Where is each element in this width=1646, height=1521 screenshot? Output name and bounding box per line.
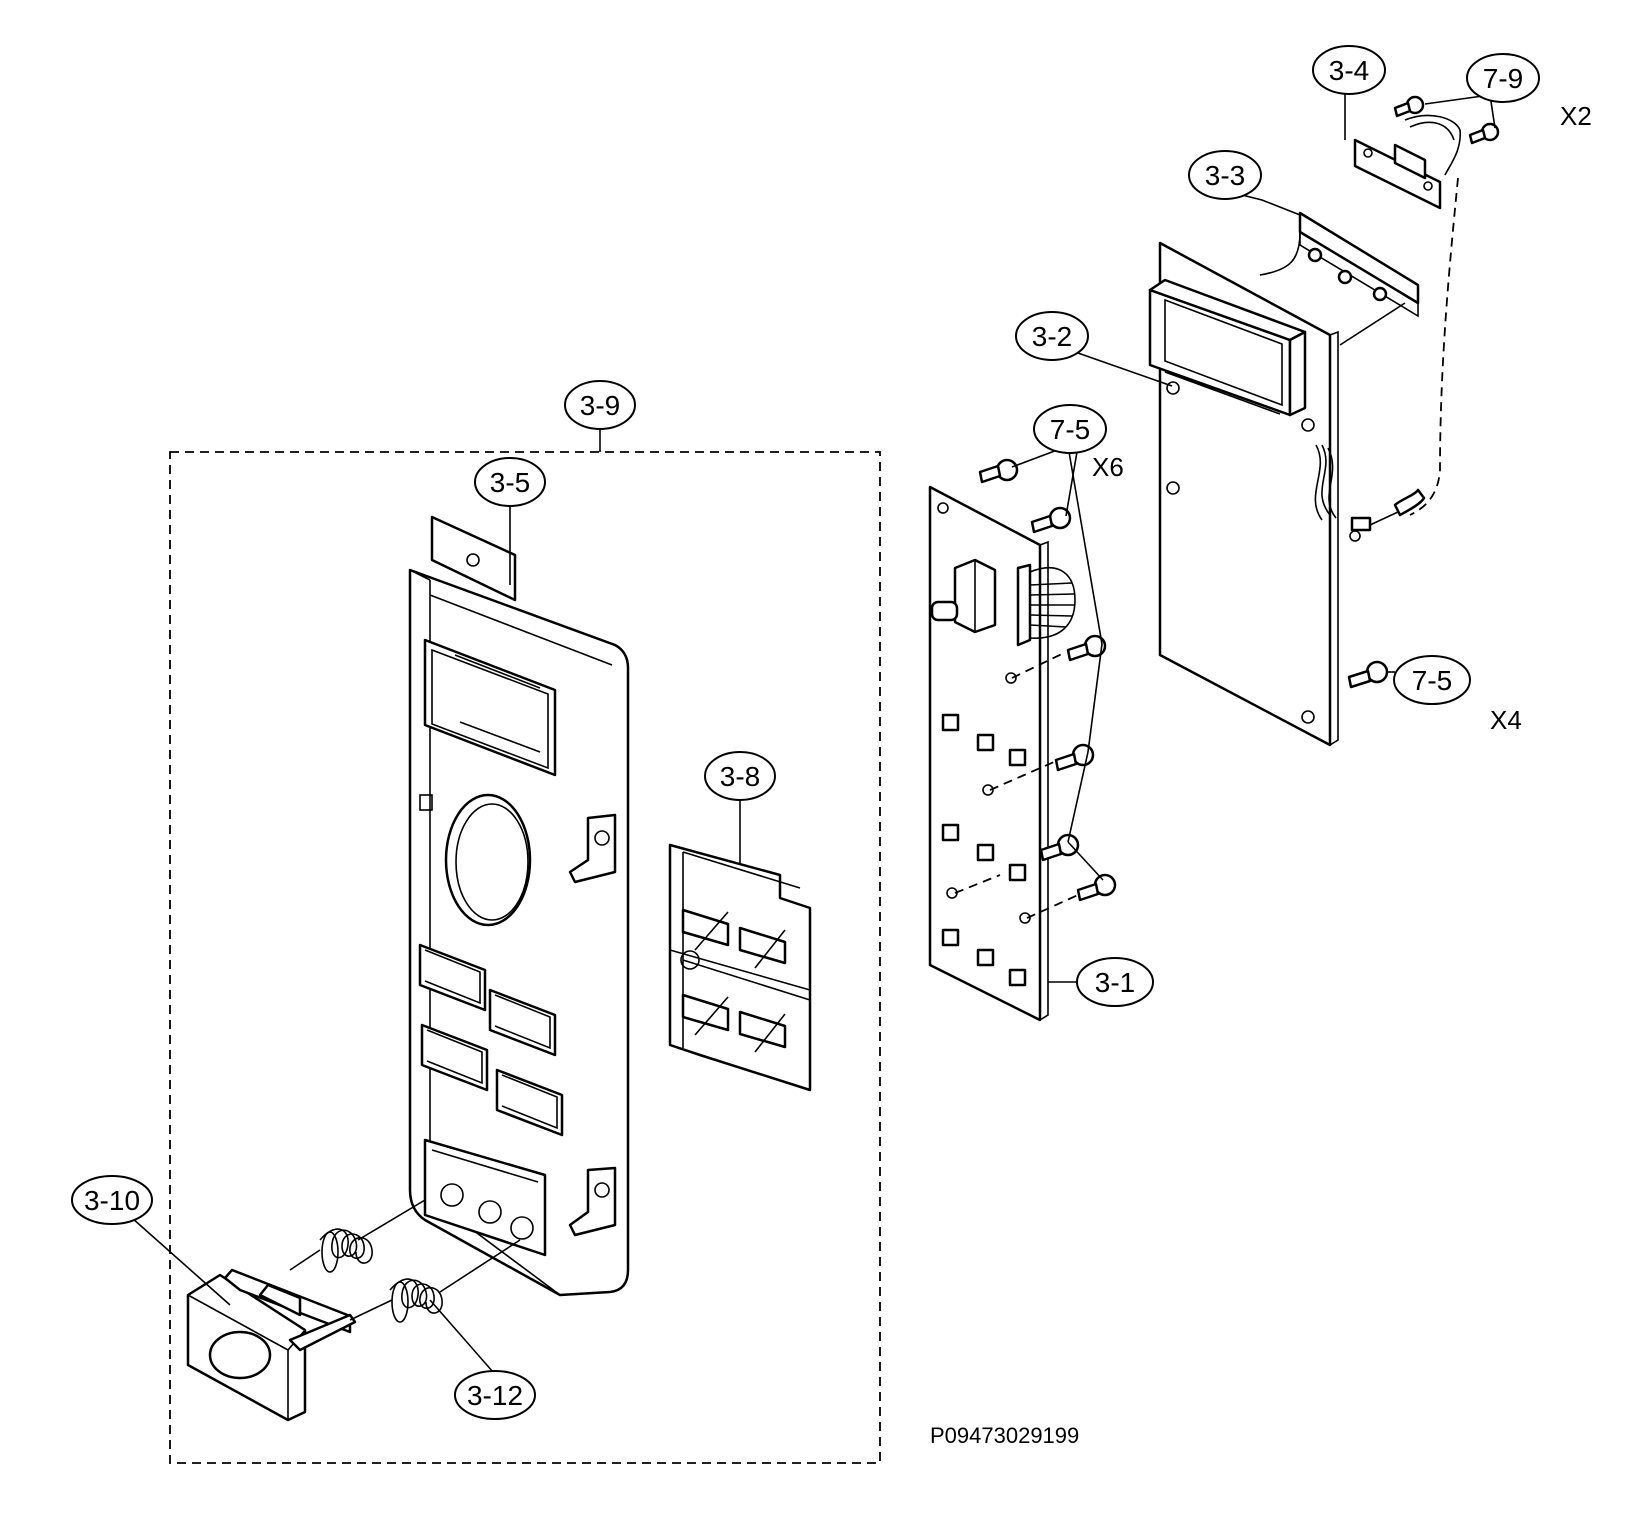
svg-text:3-8: 3-8 (720, 761, 760, 792)
screw-2 (1030, 506, 1072, 534)
callout-3-9: 3-9 (564, 380, 636, 430)
drawing-code: P09473029199 (930, 1423, 1079, 1448)
main-pcb (1148, 241, 1361, 747)
quantity-x6: X6 (1092, 452, 1124, 482)
callout-3-8: 3-8 (704, 751, 776, 801)
control-panel-cover (408, 515, 630, 1297)
callout-3-5: 3-5 (474, 457, 546, 507)
screw-7-9-a (1393, 95, 1425, 118)
callout-3-12: 3-12 (454, 1370, 536, 1420)
leader-lines (122, 85, 1496, 1373)
screw-6 (1076, 873, 1117, 902)
callout-7-5-mainpcb: 7-5 (1393, 655, 1471, 705)
callout-3-3: 3-3 (1188, 150, 1262, 200)
svg-text:3-9: 3-9 (580, 390, 620, 421)
screw-5 (1039, 833, 1080, 862)
sensor-bracket (1353, 114, 1461, 210)
push-button (186, 1268, 357, 1422)
quantity-x2: X2 (1560, 101, 1592, 131)
callout-3-4: 3-4 (1312, 45, 1386, 95)
svg-text:3-10: 3-10 (84, 1185, 140, 1216)
svg-text:3-1: 3-1 (1095, 967, 1135, 998)
callout-3-10: 3-10 (71, 1175, 153, 1225)
svg-text:3-5: 3-5 (490, 467, 530, 498)
callout-7-9: 7-9 (1466, 53, 1540, 103)
quantity-x4: X4 (1490, 705, 1522, 735)
svg-text:3-3: 3-3 (1205, 160, 1245, 191)
spring-lower (389, 1278, 443, 1323)
svg-text:7-9: 7-9 (1483, 63, 1523, 94)
callout-7-5-keyboard: 7-5 (1033, 404, 1107, 454)
assembly-group-boundary (169, 451, 881, 1464)
screw-pcb-mount (1347, 660, 1389, 689)
spring-upper (319, 1228, 373, 1273)
screw-3 (1066, 634, 1107, 662)
button-holder (668, 843, 812, 1092)
screw-1 (978, 458, 1019, 484)
svg-text:3-4: 3-4 (1329, 55, 1369, 86)
callout-3-1: 3-1 (1076, 957, 1154, 1007)
screw-4 (1054, 743, 1095, 772)
svg-text:7-5: 7-5 (1412, 665, 1452, 696)
key-board-pcb (928, 485, 1076, 1022)
screw-7-9-b (1468, 122, 1500, 145)
svg-text:3-2: 3-2 (1032, 321, 1072, 352)
callout-3-2: 3-2 (1015, 311, 1089, 361)
led-bracket (1259, 211, 1420, 346)
svg-text:7-5: 7-5 (1050, 414, 1090, 445)
svg-text:3-12: 3-12 (467, 1380, 523, 1411)
